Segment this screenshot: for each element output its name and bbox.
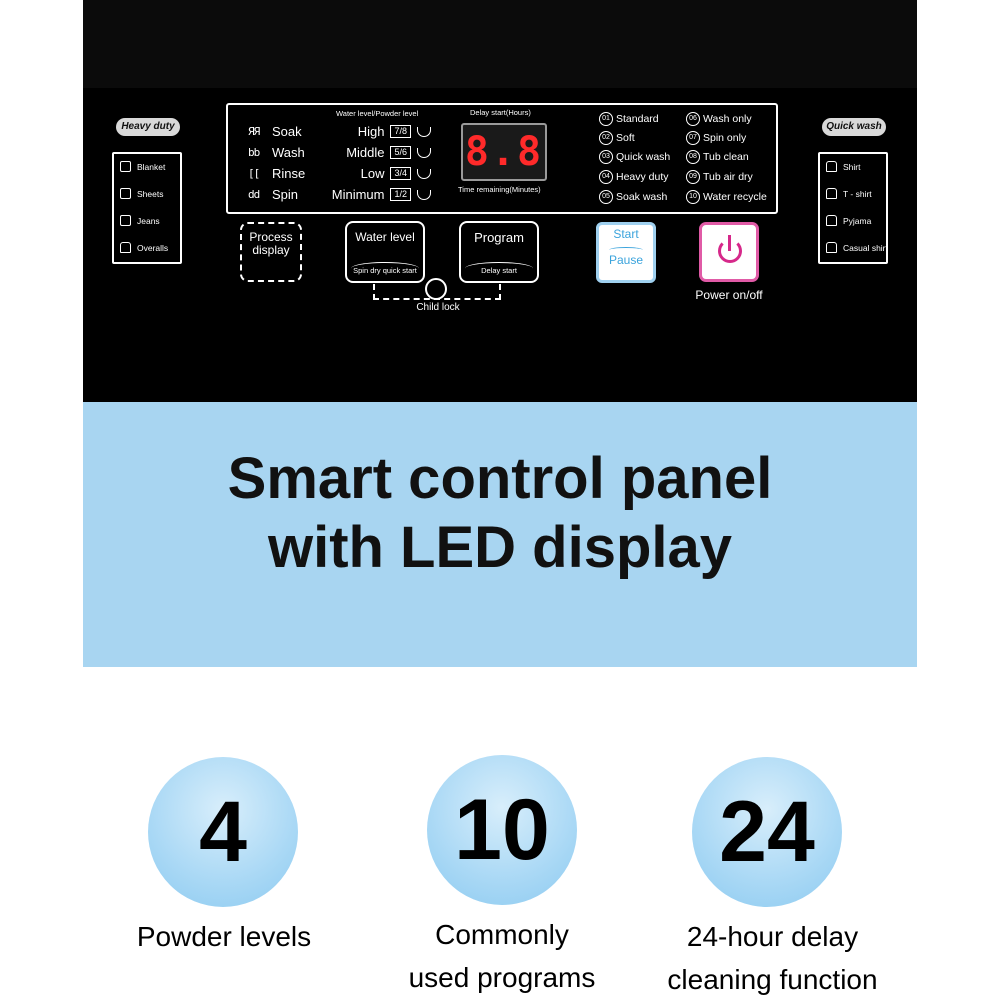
time-remaining-caption: Time remaining(Minutes) <box>458 185 541 194</box>
heavy-item-sheets: Sheets <box>120 188 163 199</box>
sheets-icon <box>120 188 131 199</box>
pause-label: Pause <box>608 253 644 267</box>
quick-item-casual-shirt: Casual shirt <box>826 242 888 253</box>
tshirt-icon <box>826 188 837 199</box>
pyjama-icon <box>826 215 837 226</box>
headline-line-1: Smart control panel <box>227 446 773 511</box>
feature-value: 10 <box>454 782 550 878</box>
overalls-icon <box>120 242 131 253</box>
quick-item-tshirt: T - shirt <box>826 188 872 199</box>
heavy-item-jeans: Jeans <box>120 215 160 226</box>
quick-wash-label: Quick wash <box>822 118 886 136</box>
feature-value: 4 <box>199 784 247 880</box>
headline: Smart control panel with LED display <box>83 444 917 582</box>
bowl-icon <box>417 168 431 179</box>
program-button[interactable]: Program Delay start <box>459 221 539 283</box>
power-button[interactable] <box>699 222 759 282</box>
stage-rinse: [[Rinse <box>248 166 306 181</box>
delay-start-label: Delay start <box>465 262 533 275</box>
power-icon <box>718 239 742 263</box>
blanket-icon <box>120 161 131 172</box>
process-display-button[interactable]: Process display <box>240 222 302 282</box>
quick-item-shirt: Shirt <box>826 161 860 172</box>
panel-top-strip <box>83 0 917 88</box>
feature-value: 24 <box>719 784 815 880</box>
feature-delay-circle: 24 <box>692 757 842 907</box>
feature-powder-levels-label: Powder levels <box>136 921 312 952</box>
power-icon-bar <box>728 235 731 251</box>
power-label: Power on/off <box>695 288 763 302</box>
spin-dry-quick-start-label: Spin dry quick start <box>351 262 419 275</box>
headline-banner: Smart control panel with LED display <box>83 402 917 667</box>
child-lock-label: Child lock <box>416 302 460 313</box>
feature-programs-label: Commonly used programs <box>408 919 596 993</box>
child-lock-icon <box>425 278 447 300</box>
heavy-duty-box: Blanket Sheets Jeans Overalls <box>112 152 182 264</box>
bowl-icon <box>417 126 431 137</box>
start-pause-button[interactable]: Start Pause <box>596 222 656 283</box>
bowl-icon <box>417 189 431 200</box>
display-box: Water level/Powder level Delay start(Hou… <box>226 103 778 214</box>
program-label: Program <box>474 230 524 245</box>
casual-shirt-icon <box>826 242 837 253</box>
feature-powder-levels-circle: 4 <box>148 757 298 907</box>
quick-wash-box: Shirt T - shirt Pyjama Casual shirt <box>818 152 888 264</box>
quick-item-pyjama: Pyjama <box>826 215 871 226</box>
start-label: Start <box>613 227 639 241</box>
heavy-item-overalls: Overalls <box>120 242 168 253</box>
headline-line-2: with LED display <box>267 515 733 580</box>
delay-caption: Delay start(Hours) <box>470 108 531 117</box>
water-level-button[interactable]: Water level Spin dry quick start <box>345 221 425 283</box>
water-level-caption: Water level/Powder level <box>336 109 419 118</box>
wave-icon <box>609 247 643 253</box>
led-display: 8.8 <box>461 123 547 181</box>
shirt-icon <box>826 161 837 172</box>
feature-delay-label: 24-hour delay cleaning function <box>667 921 878 995</box>
control-panel: Heavy duty Blanket Sheets Jeans Overalls… <box>83 0 917 402</box>
jeans-icon <box>120 215 131 226</box>
led-digits: 8.8 <box>464 129 544 175</box>
heavy-item-blanket: Blanket <box>120 161 165 172</box>
heavy-duty-label: Heavy duty <box>116 118 180 136</box>
bowl-icon <box>417 147 431 158</box>
feature-programs-circle: 10 <box>427 755 577 905</box>
water-level-label: Water level <box>355 230 415 244</box>
